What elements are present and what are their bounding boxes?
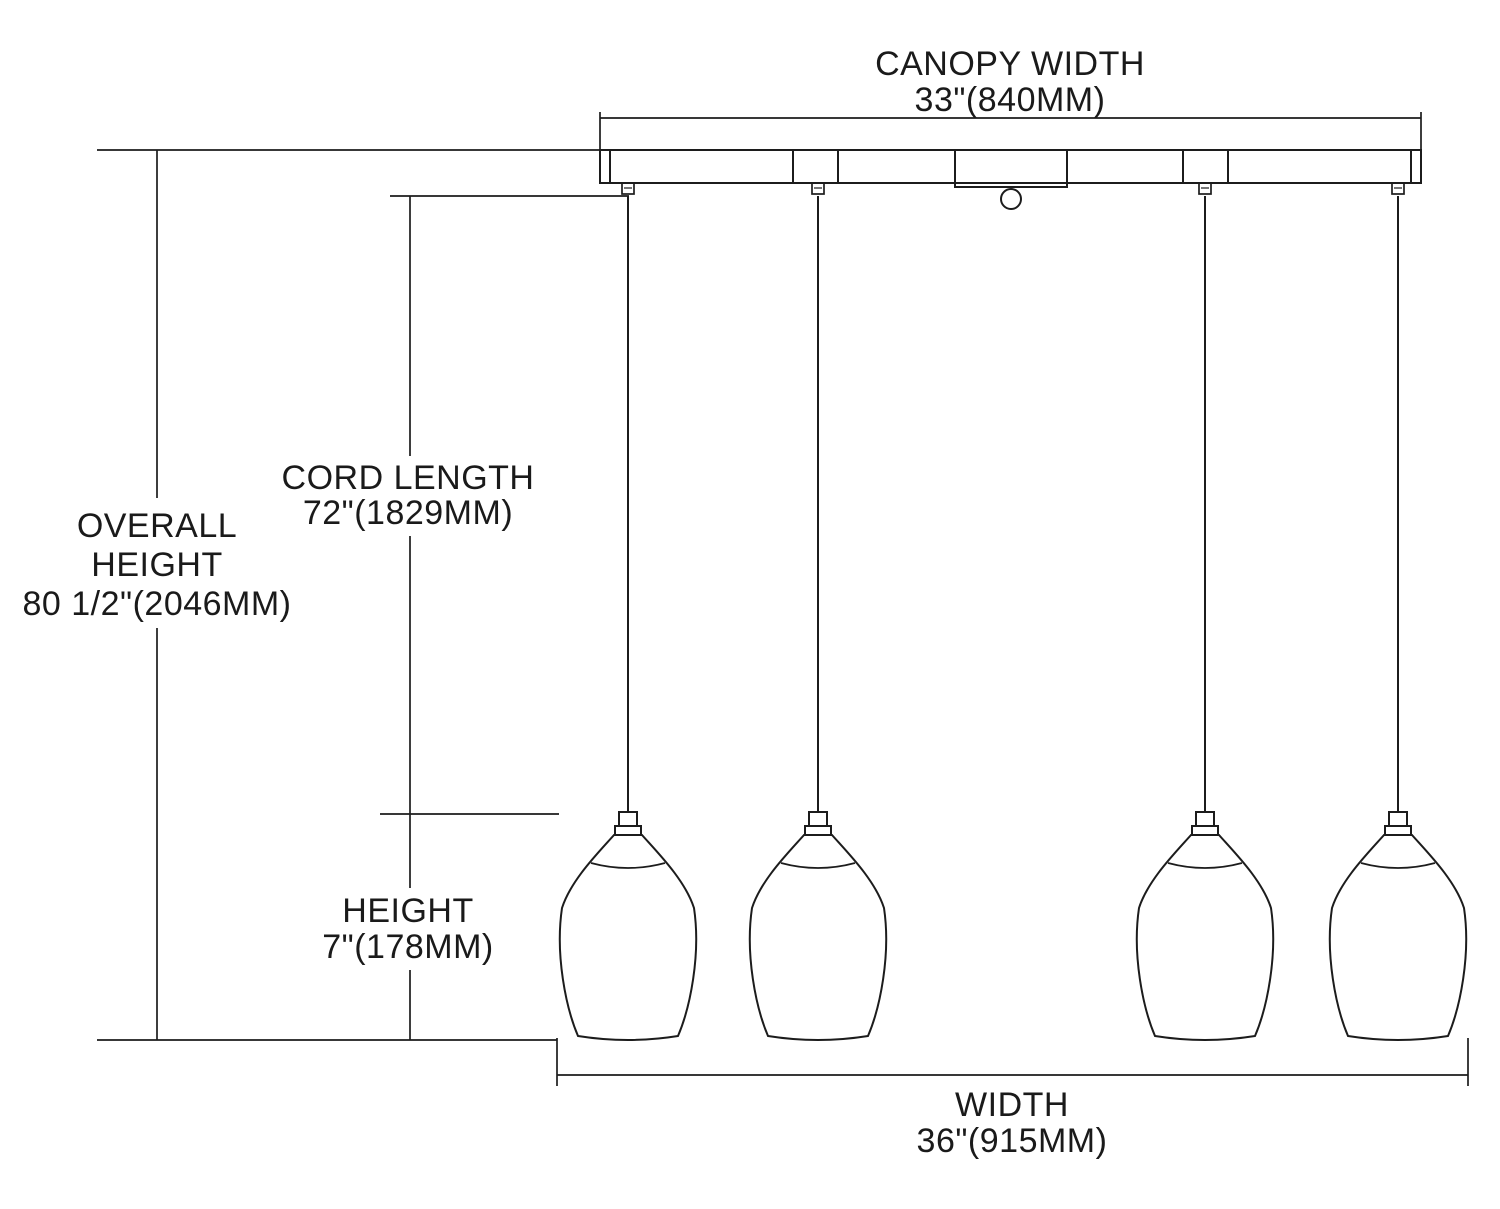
shade-height-label: HEIGHT — [342, 892, 473, 930]
canopy-knob — [1000, 188, 1022, 210]
overall-height-label-backing — [10, 498, 305, 628]
width-label: WIDTH — [955, 1086, 1069, 1124]
canopy-bar — [599, 149, 1422, 210]
cord-length-value: 72"(1829MM) — [303, 494, 513, 532]
overall-height-value: 80 1/2"(2046MM) — [22, 585, 291, 623]
cord-length-label-backing — [278, 456, 540, 536]
pendant-1 — [558, 182, 698, 1041]
canopy-junction-box — [954, 149, 1068, 188]
shade-height-label-backing — [290, 888, 526, 970]
width-value: 36"(915MM) — [917, 1122, 1108, 1160]
cord-length-label: CORD LENGTH — [282, 459, 535, 497]
shade-height-value: 7"(178MM) — [322, 928, 494, 966]
canopy-width-label: CANOPY WIDTH — [875, 45, 1145, 83]
pendant-4 — [1328, 182, 1468, 1041]
overall-height-label-line2: HEIGHT — [91, 546, 222, 584]
pendant-3 — [1135, 182, 1275, 1041]
pendant-2 — [748, 182, 888, 1041]
canopy-width-value: 33"(840MM) — [915, 81, 1106, 119]
overall-height-label-line1: OVERALL — [77, 507, 237, 545]
